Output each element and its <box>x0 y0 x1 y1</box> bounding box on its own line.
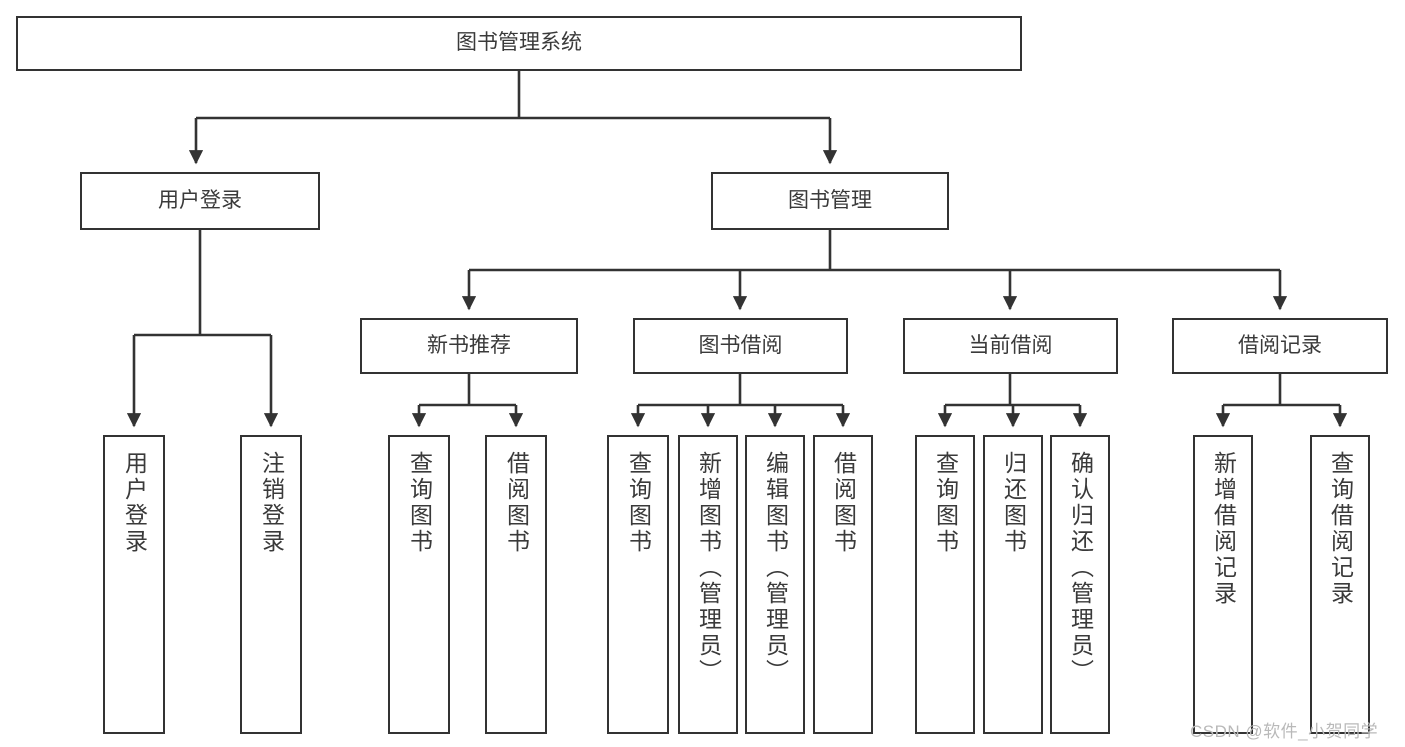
node-leaf-query-book-2[interactable]: 查询图书 <box>607 435 669 734</box>
node-leaf-add-book-label: 新增图书（管理员） <box>695 451 722 685</box>
node-leaf-edit-book-label: 编辑图书（管理员） <box>762 451 789 685</box>
node-current-borrow-label: 当前借阅 <box>968 333 1053 357</box>
node-borrow-record-label: 借阅记录 <box>1238 333 1322 357</box>
node-current-borrow[interactable]: 当前借阅 <box>903 318 1118 374</box>
node-leaf-query-record-label: 查询借阅记录 <box>1327 451 1354 607</box>
node-leaf-borrow-book-1-label: 借阅图书 <box>503 451 530 555</box>
watermark: CSDN @软件_小贺同学 <box>1190 722 1379 741</box>
node-root-label: 图书管理系统 <box>456 31 582 55</box>
node-leaf-query-book-2-label: 查询图书 <box>625 451 652 555</box>
node-book-borrow-label: 图书借阅 <box>698 333 783 357</box>
node-leaf-return-book-label: 归还图书 <box>1000 451 1027 555</box>
node-leaf-user-login[interactable]: 用户登录 <box>103 435 165 734</box>
node-leaf-borrow-book-2[interactable]: 借阅图书 <box>813 435 873 734</box>
node-leaf-query-book-3-label: 查询图书 <box>932 451 959 555</box>
node-leaf-query-record[interactable]: 查询借阅记录 <box>1310 435 1370 734</box>
node-leaf-return-book[interactable]: 归还图书 <box>983 435 1043 734</box>
node-book-borrow[interactable]: 图书借阅 <box>633 318 848 374</box>
node-borrow-record[interactable]: 借阅记录 <box>1172 318 1388 374</box>
node-leaf-query-book-3[interactable]: 查询图书 <box>915 435 975 734</box>
node-new-book-recommend[interactable]: 新书推荐 <box>360 318 578 374</box>
node-root[interactable]: 图书管理系统 <box>16 16 1022 71</box>
node-user-login-label: 用户登录 <box>158 188 242 212</box>
node-leaf-query-book-1[interactable]: 查询图书 <box>388 435 450 734</box>
node-leaf-user-login-label: 用户登录 <box>121 451 148 555</box>
node-leaf-logout-label: 注销登录 <box>258 451 285 555</box>
node-user-login[interactable]: 用户登录 <box>80 172 320 230</box>
node-leaf-confirm-return-label: 确认归还（管理员） <box>1067 451 1094 685</box>
node-leaf-add-book[interactable]: 新增图书（管理员） <box>678 435 738 734</box>
node-leaf-add-record-label: 新增借阅记录 <box>1210 451 1237 607</box>
node-leaf-confirm-return[interactable]: 确认归还（管理员） <box>1050 435 1110 734</box>
node-leaf-logout[interactable]: 注销登录 <box>240 435 302 734</box>
node-book-manage-label: 图书管理 <box>788 188 872 212</box>
node-leaf-borrow-book-2-label: 借阅图书 <box>830 451 857 555</box>
node-leaf-query-book-1-label: 查询图书 <box>406 451 433 555</box>
node-book-manage[interactable]: 图书管理 <box>711 172 949 230</box>
node-leaf-borrow-book-1[interactable]: 借阅图书 <box>485 435 547 734</box>
node-leaf-edit-book[interactable]: 编辑图书（管理员） <box>745 435 805 734</box>
node-new-book-recommend-label: 新书推荐 <box>427 333 511 357</box>
node-leaf-add-record[interactable]: 新增借阅记录 <box>1193 435 1253 734</box>
